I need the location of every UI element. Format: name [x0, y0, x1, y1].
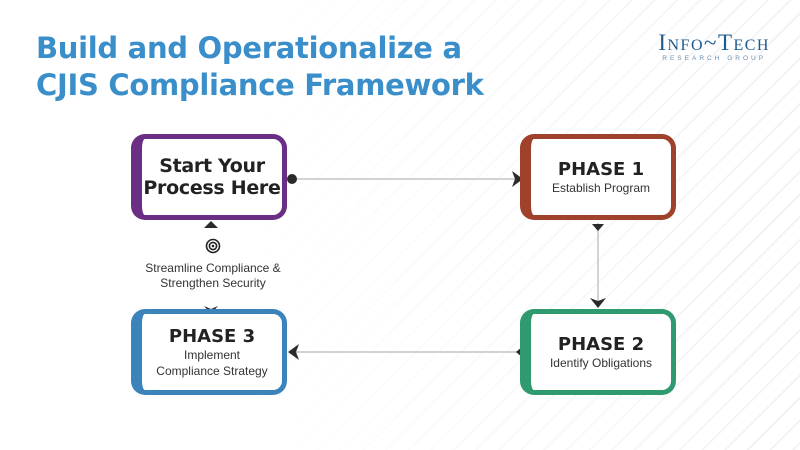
goal-statement: Streamline Compliance & Strengthen Secur…	[133, 238, 293, 291]
goal-text: Streamline Compliance & Strengthen Secur…	[133, 261, 293, 291]
arrow-into-phase1	[512, 171, 523, 187]
phase-2-title: PHASE 2	[557, 333, 645, 355]
phase-2-box: PHASE 2 Identify Obligations	[520, 309, 676, 395]
phase-1-title: PHASE 1	[557, 158, 645, 180]
phase-1-subtitle: Establish Program	[551, 180, 651, 195]
title-line-2: CJIS Compliance Framework	[36, 68, 484, 102]
phase-3-subtitle-line-2: Compliance Strategy	[156, 363, 268, 378]
arrow-out-phase1	[592, 224, 604, 231]
phase-3-subtitle-line-1: Implement	[183, 347, 241, 362]
phase-3-title: PHASE 3	[168, 325, 256, 347]
title-line-1: Build and Operationalize a	[36, 31, 462, 65]
page-title: Build and Operationalize a CJIS Complian…	[36, 30, 484, 104]
target-icon	[205, 238, 221, 254]
arrow-start-bottom	[204, 221, 218, 228]
arrow-into-phase3	[288, 344, 299, 360]
goal-text-line-1: Streamline Compliance &	[145, 261, 281, 275]
logo-wordmark: Info~Tech	[658, 30, 770, 55]
start-label-line-2: Process Here	[143, 177, 281, 199]
phase-1-box: PHASE 1 Establish Program	[520, 134, 676, 220]
connector-start-dot	[287, 174, 297, 184]
start-label-line-1: Start Your	[159, 155, 265, 177]
phase-3-box: PHASE 3 Implement Compliance Strategy	[131, 309, 287, 395]
phase-2-subtitle: Identify Obligations	[549, 355, 653, 370]
logo-tagline: RESEARCH GROUP	[662, 55, 767, 62]
arrow-into-phase2	[590, 298, 606, 308]
info-tech-logo: Info~Tech RESEARCH GROUP	[658, 30, 770, 63]
goal-text-line-2: Strengthen Security	[160, 276, 266, 290]
start-process-box: Start Your Process Here	[131, 134, 287, 220]
